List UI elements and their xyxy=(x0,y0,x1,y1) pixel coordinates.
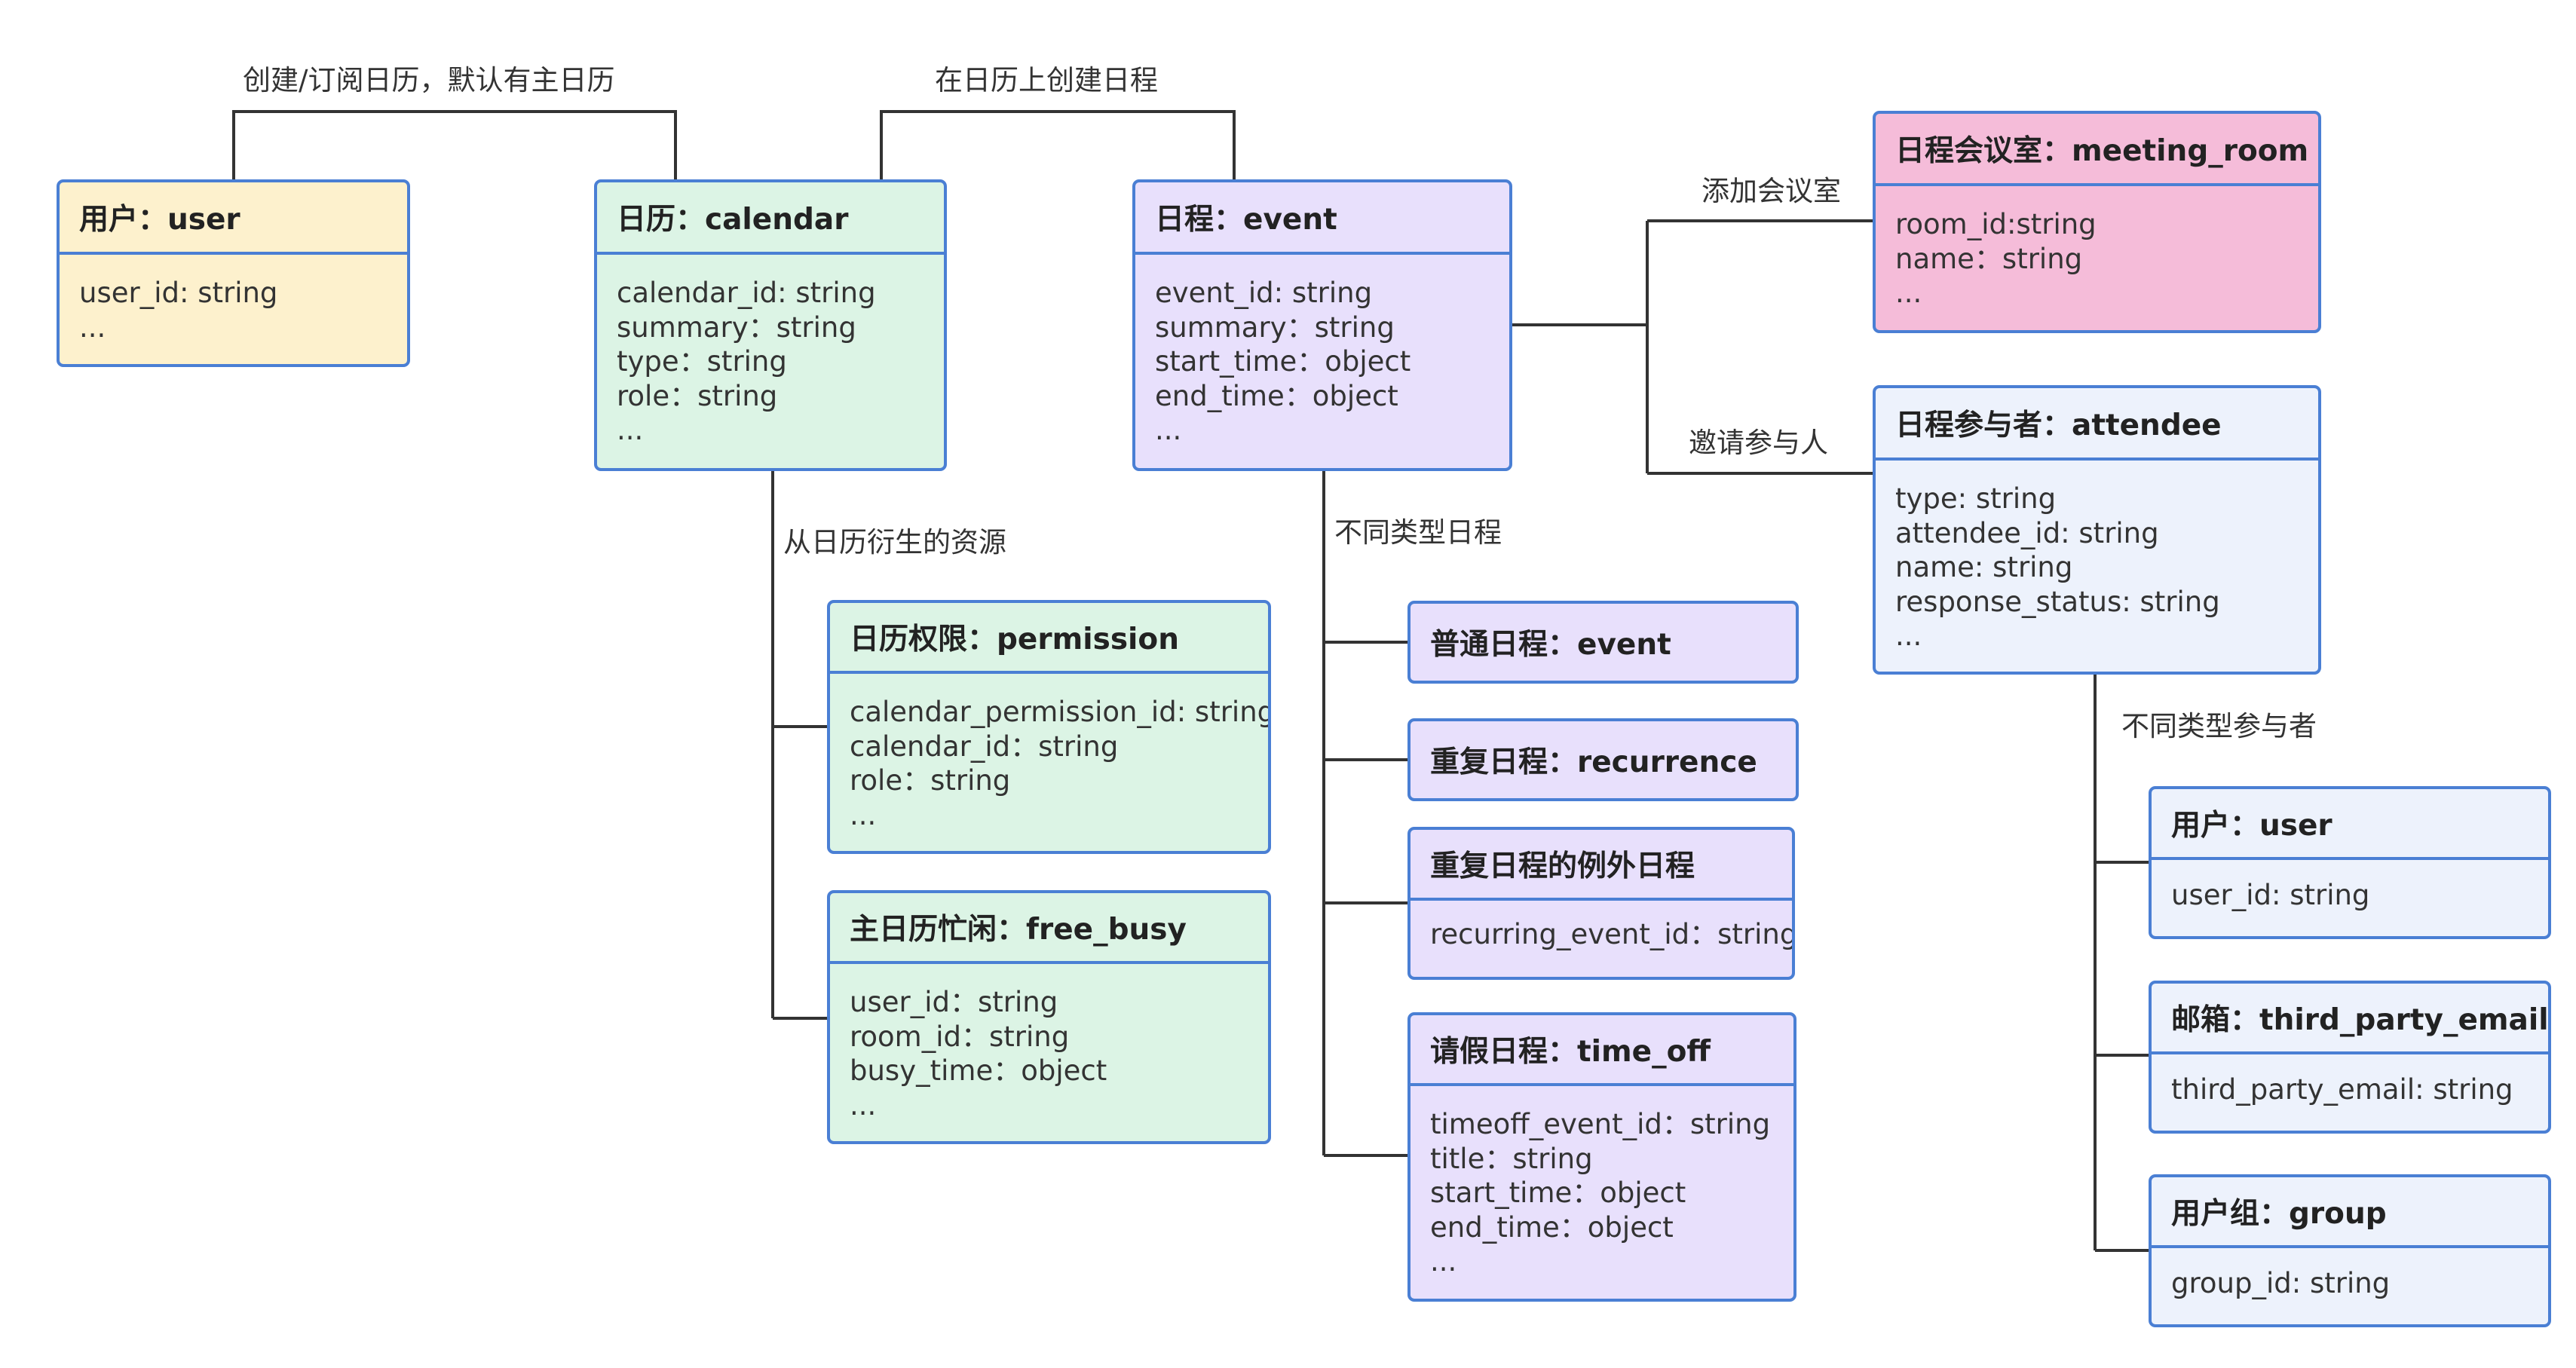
entity-fields: room_id:string name：string ... xyxy=(1876,186,2318,311)
entity-calendar: 日历：calendar calendar_id: string summary：… xyxy=(594,179,947,471)
entity-fields: user_id: string ... xyxy=(60,255,407,344)
entity-field: room_id：string xyxy=(850,1020,1070,1053)
entity-field: summary：string xyxy=(617,311,856,344)
entity-field: ... xyxy=(1155,414,1182,446)
entity-field: end_time：object xyxy=(1155,379,1398,412)
entity-free-busy: 主日历忙闲：free_busy user_id：string room_id：s… xyxy=(827,890,1271,1144)
entity-title: 邮箱：third_party_email xyxy=(2152,984,2548,1054)
entity-field: user_id: string xyxy=(79,277,278,309)
entity-field: busy_time：object xyxy=(850,1054,1107,1087)
entity-field: calendar_permission_id: string xyxy=(850,696,1271,728)
entity-field: calendar_id: string xyxy=(617,277,876,309)
entity-third-party-email: 邮箱：third_party_email third_party_email: … xyxy=(2149,981,2551,1134)
entity-field: user_id: string xyxy=(2171,879,2370,911)
entity-normal-event: 普通日程：event xyxy=(1407,601,1799,684)
connector-calendar-event xyxy=(880,110,1236,179)
entity-fields: type: string attendee_id: string name: s… xyxy=(1876,461,2318,653)
entity-field: third_party_email: string xyxy=(2171,1073,2513,1106)
edge-label-add-room: 添加会议室 xyxy=(1702,175,1841,207)
entity-field: start_time：object xyxy=(1430,1177,1686,1209)
entity-field: recurring_event_id：string xyxy=(1430,918,1795,950)
connector-user-calendar xyxy=(232,110,677,179)
entity-fields: calendar_permission_id: string calendar_… xyxy=(830,674,1268,832)
entity-title: 用户组：group xyxy=(2152,1177,2548,1248)
entity-title: 重复日程的例外日程 xyxy=(1411,830,1792,901)
entity-field: timeoff_event_id：string xyxy=(1430,1108,1771,1140)
entity-field: event_id: string xyxy=(1155,277,1373,309)
entity-field: ... xyxy=(1430,1245,1457,1278)
entity-time-off: 请假日程：time_off timeoff_event_id：string ti… xyxy=(1407,1012,1796,1302)
entity-field: room_id:string xyxy=(1895,208,2097,240)
entity-title: 用户：user xyxy=(2152,789,2548,860)
edge-label-event-types: 不同类型日程 xyxy=(1334,516,1502,549)
edge-label-invite: 邀请参与人 xyxy=(1689,427,1828,459)
entity-field: attendee_id: string xyxy=(1895,516,2159,549)
entity-fields: user_id：string room_id：string busy_time：… xyxy=(830,964,1268,1122)
entity-title: 日程：event xyxy=(1135,182,1509,255)
edge-label-user-calendar: 创建/订阅日历，默认有主日历 xyxy=(243,64,615,96)
entity-field: start_time：object xyxy=(1155,345,1411,378)
entity-fields: group_id: string xyxy=(2152,1248,2548,1301)
edge-label-derived: 从日历衍生的资源 xyxy=(783,526,1006,559)
entity-field: ... xyxy=(1895,620,1922,652)
entity-field: summary：string xyxy=(1155,311,1395,344)
entity-title: 日程会议室：meeting_room xyxy=(1876,114,2318,186)
entity-field: type：string xyxy=(617,345,787,378)
entity-field: ... xyxy=(850,1088,877,1122)
entity-title: 日历权限：permission xyxy=(830,603,1268,674)
entity-field: end_time：object xyxy=(1430,1210,1674,1244)
entity-attendee-user: 用户：user user_id: string xyxy=(2149,786,2551,939)
entity-fields: third_party_email: string xyxy=(2152,1054,2548,1107)
entity-user: 用户：user user_id: string ... xyxy=(57,179,410,367)
entity-title: 用户：user xyxy=(60,182,407,255)
entity-title: 日历：calendar xyxy=(597,182,944,255)
entity-event: 日程：event event_id: string summary：string… xyxy=(1132,179,1512,471)
entity-field: role：string xyxy=(617,379,778,412)
entity-fields: calendar_id: string summary：string type：… xyxy=(597,255,944,448)
entity-field: user_id：string xyxy=(850,986,1058,1018)
entity-field: role：string xyxy=(850,764,1011,797)
entity-field: ... xyxy=(850,798,877,831)
entity-field: name：string xyxy=(1895,242,2083,275)
entity-fields: event_id: string summary：string start_ti… xyxy=(1135,255,1509,448)
entity-field: calendar_id：string xyxy=(850,730,1119,763)
edge-label-calendar-event: 在日历上创建日程 xyxy=(935,64,1158,96)
entity-field: group_id: string xyxy=(2171,1267,2391,1299)
entity-fields: timeoff_event_id：string title：string sta… xyxy=(1411,1086,1793,1279)
entity-title: 重复日程：recurrence xyxy=(1430,745,1757,779)
entity-group: 用户组：group group_id: string xyxy=(2149,1174,2551,1327)
entity-meeting-room: 日程会议室：meeting_room room_id:string name：s… xyxy=(1873,111,2321,333)
entity-exception: 重复日程的例外日程 recurring_event_id：string xyxy=(1407,827,1795,980)
entity-field: type: string xyxy=(1895,482,2057,515)
entity-attendee: 日程参与者：attendee type: string attendee_id:… xyxy=(1873,385,2321,675)
entity-field: ... xyxy=(617,414,644,446)
entity-field: response_status: string xyxy=(1895,585,2220,618)
entity-title: 主日历忙闲：free_busy xyxy=(830,893,1268,964)
entity-field: name: string xyxy=(1895,551,2073,583)
entity-fields: recurring_event_id：string xyxy=(1411,901,1792,952)
entity-fields: user_id: string xyxy=(2152,860,2548,913)
entity-title: 日程参与者：attendee xyxy=(1876,388,2318,461)
entity-permission: 日历权限：permission calendar_permission_id: … xyxy=(827,600,1271,854)
entity-recurrence: 重复日程：recurrence xyxy=(1407,718,1799,801)
entity-field: title：string xyxy=(1430,1142,1593,1175)
edge-label-attendee-types: 不同类型参与者 xyxy=(2121,710,2317,742)
entity-title: 普通日程：event xyxy=(1430,628,1671,662)
entity-field: ... xyxy=(79,311,106,344)
entity-title: 请假日程：time_off xyxy=(1411,1015,1793,1086)
entity-field: ... xyxy=(1895,277,1922,309)
